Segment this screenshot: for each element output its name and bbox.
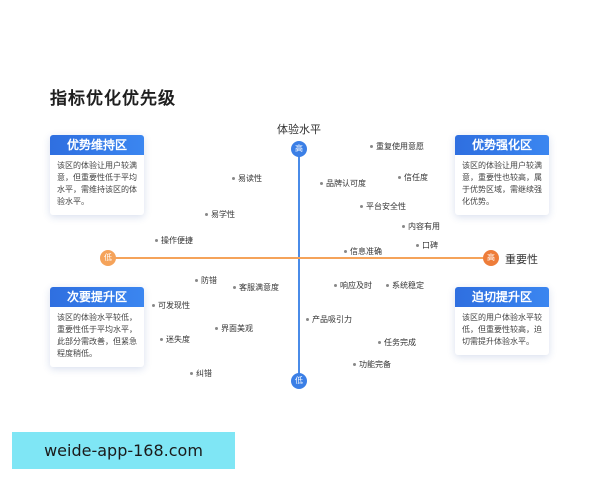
metric-label: 界面美观 [221,324,253,333]
metric-item: 内容有用 [402,221,440,232]
quadrant-title: 次要提升区 [50,287,144,307]
metric-item: 防错 [195,275,217,286]
metric-item: 迷失度 [160,334,190,345]
bullet-dot [378,341,381,344]
metric-item: 重复使用意愿 [370,141,424,152]
high-marker-top: 高 [291,141,307,157]
bullet-dot [416,244,419,247]
metric-label: 客服满意度 [239,283,279,292]
metric-item: 客服满意度 [233,282,279,293]
metric-label: 可发现性 [158,301,190,310]
metric-label: 功能完备 [359,360,391,369]
metric-label: 防错 [201,276,217,285]
horizontal-axis-label: 重要性 [505,253,538,266]
metric-label: 信任度 [404,173,428,182]
metric-label: 重复使用意愿 [376,142,424,151]
metric-label: 响应及时 [340,281,372,290]
bullet-dot [320,182,323,185]
bullet-dot [233,286,236,289]
metric-item: 响应及时 [334,280,372,291]
bullet-dot [370,145,373,148]
bullet-dot [160,338,163,341]
bullet-dot [360,205,363,208]
bullet-dot [215,327,218,330]
metric-item: 界面美观 [215,323,253,334]
bullet-dot [190,372,193,375]
quadrant-desc: 该区的体验让用户较满意，但重要性低于平均水平，需维持该区的体验水平。 [57,161,137,206]
metric-item: 易读性 [232,173,262,184]
quadrant-title: 迫切提升区 [455,287,549,307]
bullet-dot [398,176,401,179]
bullet-dot [353,363,356,366]
metric-item: 功能完备 [353,359,391,370]
metric-label: 产品吸引力 [312,315,352,324]
metric-item: 品牌认可度 [320,178,366,189]
metric-item: 信息准确 [344,246,382,257]
metric-item: 口碑 [416,240,438,251]
metric-label: 平台安全性 [366,202,406,211]
watermark-banner: weide-app-168.com [12,432,235,469]
metric-label: 任务完成 [384,338,416,347]
bullet-dot [306,318,309,321]
quadrant-title: 优势强化区 [455,135,549,155]
quadrant-desc: 该区的用户体验水平较低，但重要性较高，迫切需提升体验水平。 [462,313,542,346]
metric-label: 迷失度 [166,335,190,344]
metric-label: 纠错 [196,369,212,378]
metric-label: 内容有用 [408,222,440,231]
bullet-dot [155,239,158,242]
metric-item: 平台安全性 [360,201,406,212]
metric-label: 操作便捷 [161,236,193,245]
low-marker-left: 低 [100,250,116,266]
metric-item: 易学性 [205,209,235,220]
metric-item: 可发现性 [152,300,190,311]
metric-label: 信息准确 [350,247,382,256]
quadrant-card-top-left: 优势维持区 该区的体验让用户较满意，但重要性低于平均水平，需维持该区的体验水平。 [50,135,144,215]
metric-item: 操作便捷 [155,235,193,246]
bullet-dot [195,279,198,282]
quadrant-desc: 该区的体验水平较低，重要性低于平均水平，此部分需改善，但紧急程度稍低。 [57,313,137,358]
metric-item: 纠错 [190,368,212,379]
bullet-dot [386,284,389,287]
metric-item: 任务完成 [378,337,416,348]
bullet-dot [232,177,235,180]
low-marker-bottom: 低 [291,373,307,389]
quadrant-card-bottom-left: 次要提升区 该区的体验水平较低，重要性低于平均水平，此部分需改善，但紧急程度稍低… [50,287,144,367]
bullet-dot [152,304,155,307]
metric-item: 产品吸引力 [306,314,352,325]
quadrant-desc: 该区的体验让用户较满意，重要性也较高，属于优势区域，需继续强化优势。 [462,161,542,206]
page-title: 指标优化优先级 [50,89,176,109]
bullet-dot [205,213,208,216]
bullet-dot [334,284,337,287]
vertical-axis-label: 体验水平 [277,123,321,136]
metric-label: 品牌认可度 [326,179,366,188]
quadrant-card-bottom-right: 迫切提升区 该区的用户体验水平较低，但重要性较高，迫切需提升体验水平。 [455,287,549,355]
bullet-dot [344,250,347,253]
quadrant-title: 优势维持区 [50,135,144,155]
high-marker-right: 高 [483,250,499,266]
metric-item: 信任度 [398,172,428,183]
metric-label: 易学性 [211,210,235,219]
metric-label: 口碑 [422,241,438,250]
metric-item: 系统稳定 [386,280,424,291]
metric-label: 系统稳定 [392,281,424,290]
bullet-dot [402,225,405,228]
quadrant-card-top-right: 优势强化区 该区的体验让用户较满意，重要性也较高，属于优势区域，需继续强化优势。 [455,135,549,215]
metric-label: 易读性 [238,174,262,183]
